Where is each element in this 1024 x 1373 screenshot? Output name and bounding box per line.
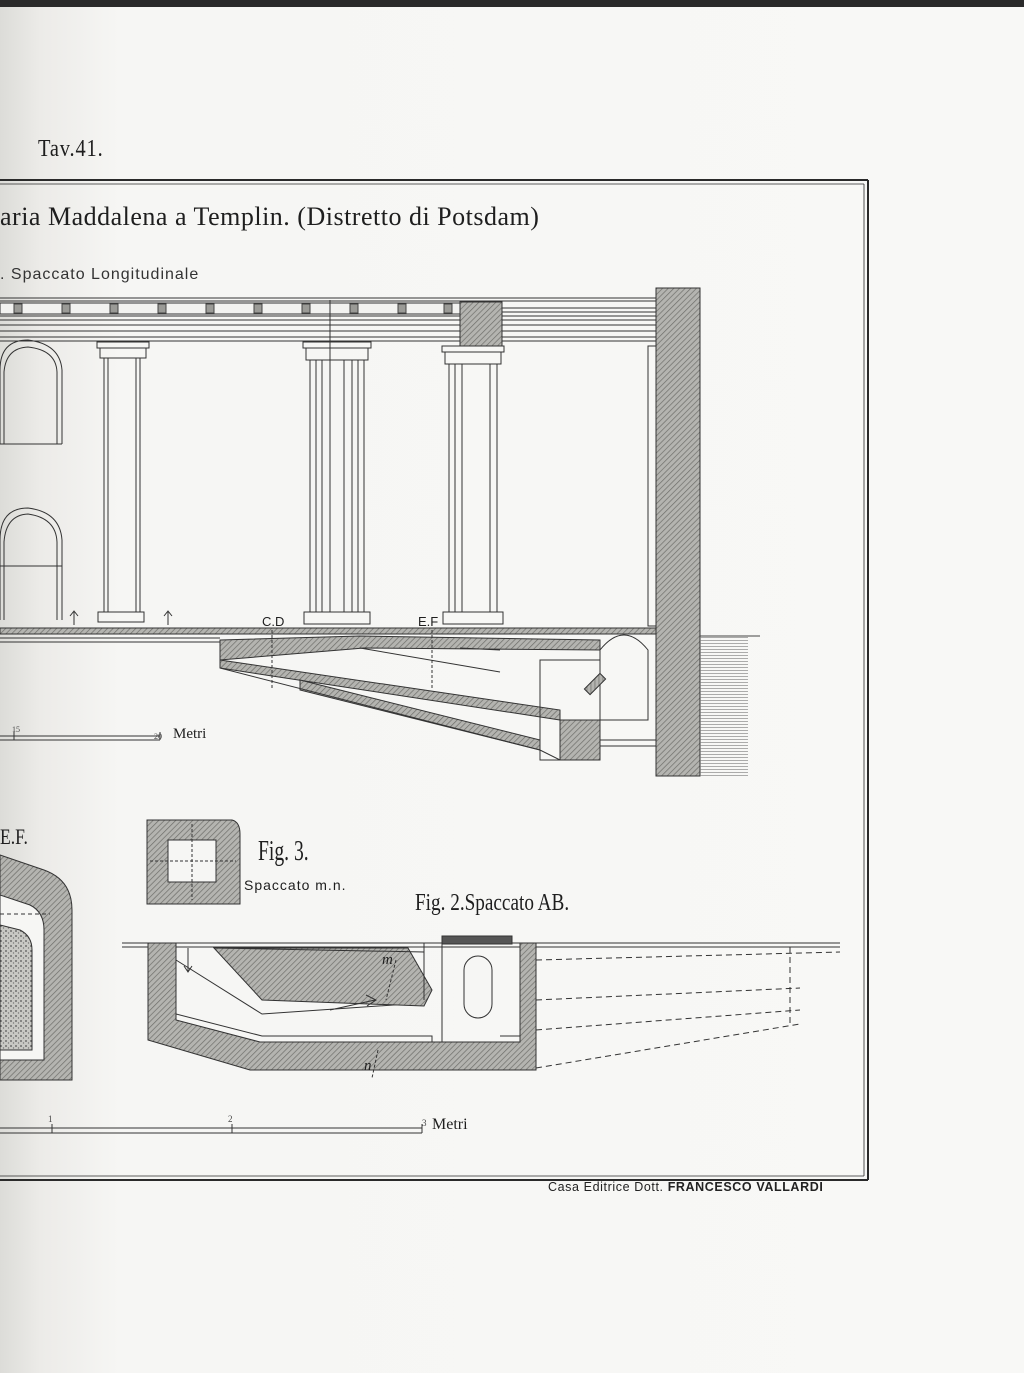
section-mark-cd: C.D: [262, 614, 285, 629]
arch-windows: [0, 339, 63, 620]
scale-unit-bottom: Metri: [432, 1116, 468, 1133]
scan-top-edge: [0, 0, 1024, 7]
fig3-subtitle: Spaccato m.n.: [244, 877, 347, 893]
scale-tick-20: 20: [154, 732, 162, 741]
plate-title: aria Maddalena a Templin. (Distretto di …: [0, 202, 540, 231]
fig3-section: [146, 819, 241, 905]
fig2-title: Fig. 2.Spaccato AB.: [415, 890, 570, 916]
section-ef: [0, 854, 73, 1081]
section-mark-ef: E.F: [418, 614, 439, 629]
entablature: [0, 297, 656, 347]
scale-tick-2: 2: [228, 1114, 233, 1124]
section-subtitle: . Spaccato Longitudinale: [0, 266, 200, 283]
fig3-title: Fig. 3.: [258, 836, 309, 867]
fig2-mark-m: m: [382, 952, 393, 968]
fig2-mark-n: n: [364, 1058, 372, 1074]
fig2-section: [122, 935, 841, 1079]
plate-frame: [0, 179, 869, 1181]
scale-bar-bottom: [0, 1124, 423, 1134]
right-wall: [655, 287, 701, 777]
scale-tick-1: 1: [48, 1114, 53, 1124]
publisher-name: FRANCESCO VALLARDI: [667, 1180, 824, 1194]
scale-tick-15: 15: [12, 725, 20, 734]
scale-tick-3: 3: [422, 1118, 427, 1128]
scale-unit-top: Metri: [173, 726, 207, 742]
floor-and-ducts: [0, 610, 657, 761]
publisher-credit: Casa Editrice Dott. FRANCESCO VALLARDI: [548, 1180, 823, 1194]
section-ef-label: E.F.: [0, 824, 28, 849]
publisher-prefix: Casa Editrice Dott.: [548, 1180, 664, 1194]
water-hatching: [700, 636, 748, 776]
columns: [96, 300, 657, 627]
plate-number: Tav.41.: [38, 136, 104, 162]
scale-bar-top: [0, 732, 161, 741]
